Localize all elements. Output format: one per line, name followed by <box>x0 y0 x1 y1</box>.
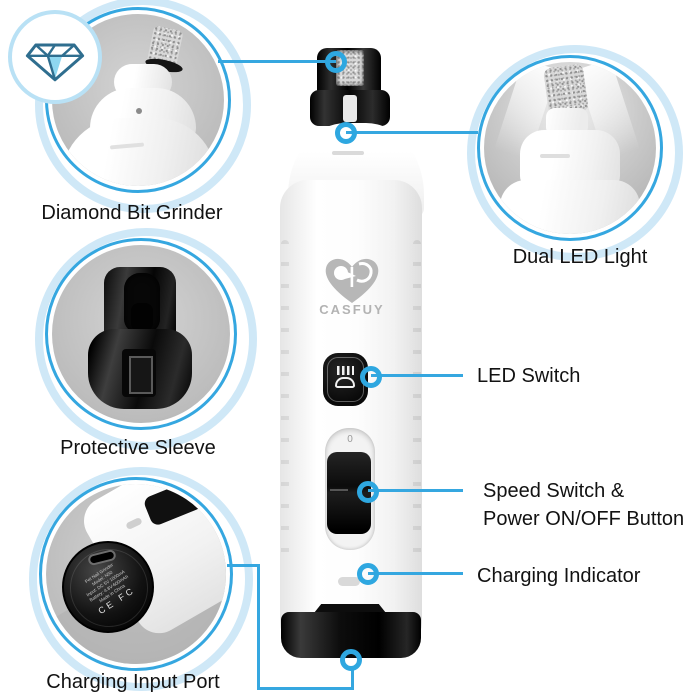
connector-speed-switch <box>368 489 463 492</box>
dot-speed-switch <box>357 481 379 503</box>
connector-charging-indicator <box>368 572 463 575</box>
sleeve-photo <box>52 245 230 423</box>
connector-dual-led <box>346 131 478 134</box>
speed-switch-label: Speed Switch & Power ON/OFF Button <box>483 477 684 533</box>
inset-led-seam <box>540 154 570 158</box>
diamond-bit-inset <box>45 7 231 193</box>
charging-port-label: Charging Input Port <box>46 671 220 693</box>
sleeve-halo <box>35 228 257 450</box>
dual-led-halo <box>467 45 683 261</box>
brand-name: CASFUY <box>319 302 385 317</box>
diamond-bit-label: Diamond Bit Grinder <box>41 202 223 224</box>
led-dome-icon <box>335 377 355 388</box>
connector-led-switch <box>371 374 463 377</box>
speed-switch-label-line2: Power ON/OFF Button <box>483 508 685 530</box>
led-switch-label: LED Switch <box>477 365 581 387</box>
charging-indicator-light <box>338 577 360 586</box>
charging-port-halo <box>29 467 253 691</box>
charging-indicator-label: Charging Indicator <box>477 565 641 587</box>
dot-dual-led <box>335 122 357 144</box>
knob-highlight <box>330 489 348 491</box>
sleeve-slot-hole <box>131 303 153 331</box>
device-body <box>280 180 422 645</box>
dot-charging-port <box>340 649 362 671</box>
charging-port-inset: Pet Nail Grinder Model: N50 Input: DC 5V… <box>39 477 233 671</box>
diamond-bit-halo <box>35 0 251 213</box>
sleeve-inset <box>45 238 237 430</box>
connector-port-c <box>257 687 354 690</box>
collar-notch <box>343 95 357 122</box>
dual-led-label: Dual LED Light <box>512 246 648 268</box>
diamond-bit-photo <box>52 14 224 186</box>
inset-led-base <box>500 180 640 234</box>
grip-ribs-left <box>281 240 289 560</box>
grip-ribs-right <box>413 240 421 560</box>
charging-port-photo: Pet Nail Grinder Model: N50 Input: DC 5V… <box>46 484 226 664</box>
diamond-icon <box>25 43 85 82</box>
dual-led-inset <box>477 55 663 241</box>
speed-off-marking: 0 <box>347 434 353 445</box>
connector-diamond-bit <box>218 60 336 63</box>
inset-led-mid <box>520 130 620 188</box>
inset-pivot-dot <box>136 108 142 114</box>
shoulder-seam <box>332 151 364 155</box>
connector-port-d <box>351 668 354 690</box>
connector-port-b <box>257 564 260 690</box>
dot-charging-indicator <box>357 563 379 585</box>
dot-led-switch <box>360 366 382 388</box>
sleeve-window-inner <box>129 356 153 394</box>
brand-logo <box>322 255 382 303</box>
sleeve-label: Protective Sleeve <box>60 437 216 459</box>
led-light-icon <box>337 366 354 375</box>
dual-led-photo <box>484 62 656 234</box>
diamond-badge <box>8 10 102 104</box>
speed-switch-label-line1: Speed Switch & <box>483 480 625 502</box>
connector-port-a <box>227 564 260 567</box>
inset-big-dome <box>62 118 216 186</box>
dot-diamond-bit <box>325 51 347 73</box>
